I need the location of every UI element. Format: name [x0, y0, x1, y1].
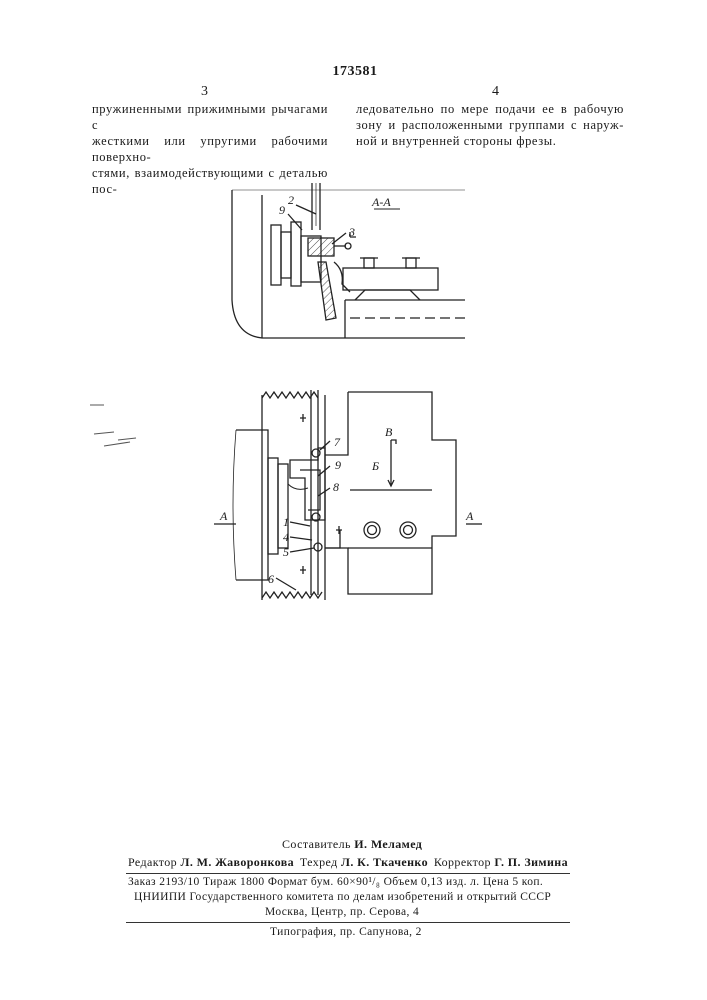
footer-divider — [126, 873, 570, 874]
figure-label: 7 — [334, 435, 341, 449]
arrow-label: В — [385, 425, 393, 439]
figure-label: 9 — [335, 458, 341, 472]
figure-label: 6 — [268, 572, 274, 586]
techred-name: Л. К. Ткаченко — [341, 855, 428, 869]
figure-label: 8 — [333, 480, 339, 494]
address-line: Москва, Центр, пр. Серова, 4 — [265, 906, 419, 918]
org-line: ЦНИИПИ Государственного комитета по дела… — [134, 891, 551, 903]
corrector-label: Корректор — [434, 855, 491, 869]
compiler-name: И. Меламед — [354, 837, 422, 851]
footer-divider — [126, 922, 570, 923]
print-line: Типография, пр. Сапунова, 2 — [270, 926, 422, 938]
editor-name: Л. М. Жаворонкова — [180, 855, 294, 869]
techred: Техред Л. К. Ткаченко — [300, 855, 428, 870]
staff-line: Редактор Л. М. Жаворонкова Техред Л. К. … — [128, 855, 568, 870]
compiler-label: Составитель — [282, 837, 351, 851]
editor-label: Редактор — [128, 855, 177, 869]
editor: Редактор Л. М. Жаворонкова — [128, 855, 294, 870]
figure-label: 1 — [283, 515, 289, 529]
compiler-line: Составитель И. Меламед — [282, 837, 422, 852]
section-mark: А — [219, 509, 228, 523]
corrector-name: Г. П. Зимина — [494, 855, 568, 869]
corrector: Корректор Г. П. Зимина — [434, 855, 568, 870]
section-mark: А — [465, 509, 474, 523]
techred-label: Техред — [300, 855, 338, 869]
figure-label: 5 — [283, 545, 289, 559]
order-line: Заказ 2193/10 Тираж 1800 Формат бум. 60×… — [128, 876, 543, 888]
figure-label: 4 — [283, 530, 289, 544]
arrow-label: Б — [371, 459, 379, 473]
